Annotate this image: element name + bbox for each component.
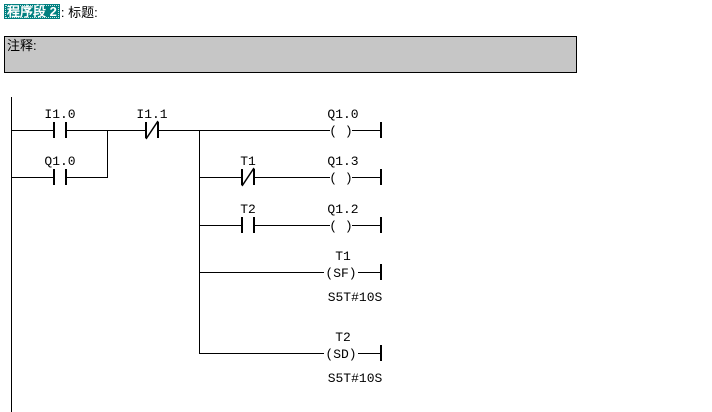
timer-coil-t2-sd[interactable]: (SD) T2 S5T#10S [324, 330, 383, 386]
contact-i1-1[interactable]: I1.1 [136, 107, 168, 140]
contact-i1-0[interactable]: I1.0 [44, 107, 76, 139]
contact-label: I1.0 [44, 107, 75, 122]
network-title-suffix[interactable]: : 标题: [60, 4, 98, 20]
coil-label: T1 [335, 249, 351, 264]
coil-label: T2 [335, 330, 351, 345]
coil-gap [324, 344, 358, 362]
timer-preset-value: S5T#10S [328, 290, 383, 305]
coil-symbol: (SD) [325, 347, 356, 362]
timer-preset-value: S5T#10S [328, 371, 383, 386]
network-comment-box[interactable]: 注释: [4, 36, 577, 73]
coil-gap [330, 216, 352, 234]
coil-q1-0[interactable]: ( ) Q1.0 [327, 107, 359, 139]
coil-gap [324, 263, 358, 281]
coil-symbol: ( ) [329, 219, 352, 234]
contact-q1-0[interactable]: Q1.0 [44, 154, 76, 186]
contact-t1[interactable]: T1 [240, 154, 256, 187]
network-header: 程序段 2: 标题: [4, 3, 98, 20]
contact-gap [54, 121, 66, 139]
coil-label: Q1.0 [327, 107, 358, 122]
coil-q1-2[interactable]: ( ) Q1.2 [327, 202, 359, 234]
contact-label: T2 [240, 202, 256, 217]
coil-label: Q1.3 [327, 154, 358, 169]
coil-symbol: ( ) [329, 171, 352, 186]
comment-label: 注释: [7, 38, 37, 53]
nc-slash [145, 120, 159, 140]
timer-coil-t1-sf[interactable]: (SF) T1 S5T#10S [324, 249, 383, 305]
contact-gap [242, 216, 254, 234]
coil-gap [330, 168, 352, 186]
coil-gap [330, 121, 352, 139]
network-title-highlighted[interactable]: 程序段 2 [4, 3, 60, 19]
nc-slash [241, 167, 255, 187]
coil-symbol: ( ) [329, 124, 352, 139]
contact-label: I1.1 [136, 107, 167, 122]
contact-label: T1 [240, 154, 256, 169]
contact-gap [54, 168, 66, 186]
contact-label: Q1.0 [44, 154, 75, 169]
wires [11, 97, 382, 412]
coil-q1-3[interactable]: ( ) Q1.3 [327, 154, 359, 186]
coil-symbol: (SF) [325, 266, 356, 281]
coil-label: Q1.2 [327, 202, 358, 217]
contact-t2[interactable]: T2 [240, 202, 256, 234]
